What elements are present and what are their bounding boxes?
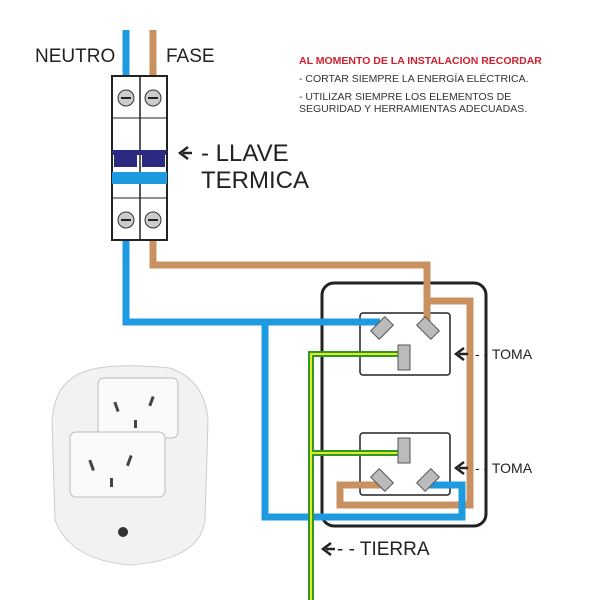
tierra-label: - - TIERRA xyxy=(337,539,430,560)
toma-bottom-label: - - TOMA xyxy=(475,460,533,476)
notice-title: AL MOMENTO DE LA INSTALACION RECORDAR xyxy=(299,55,542,67)
toma-top-label: - - TOMA xyxy=(475,346,533,362)
ground-wire xyxy=(308,351,402,600)
phase-wire-bridge xyxy=(336,297,474,509)
neutro-label: NEUTRO xyxy=(35,46,116,67)
arrow-tierra-icon xyxy=(320,542,332,556)
arrow-llave-icon xyxy=(177,146,189,160)
socket-photo xyxy=(51,365,209,566)
llave-label: - LLAVE xyxy=(201,140,289,167)
notice-line1: - CORTAR SIEMPRE LA ENERGÍA ELÉCTRICA. xyxy=(299,73,529,85)
terminals xyxy=(369,315,441,493)
arrow-toma-top-icon xyxy=(453,347,465,361)
outlet-box xyxy=(320,281,488,528)
neutral-wire-bridge xyxy=(261,322,466,521)
fase-label: FASE xyxy=(166,46,215,67)
notice-line2: - UTILIZAR SIEMPRE LOS ELEMENTOS DE xyxy=(299,91,512,103)
notice-line3: SEGURIDAD Y HERRAMIENTAS ADECUADAS. xyxy=(299,103,528,115)
arrow-toma-bottom-icon xyxy=(453,461,465,475)
thermal-breaker xyxy=(111,75,168,241)
termica-label: TERMICA xyxy=(201,167,309,194)
